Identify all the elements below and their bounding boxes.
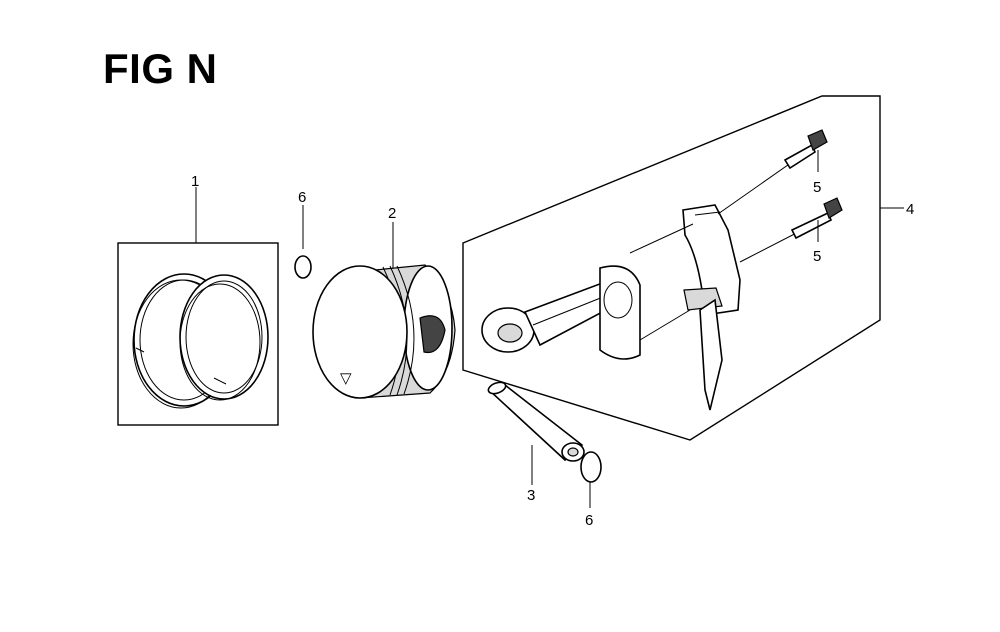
connecting-rod-assembly[interactable] [462, 95, 904, 441]
bolt-guide-upper [717, 159, 796, 215]
connecting-rod [481, 265, 641, 360]
piston-ring-set[interactable] [117, 187, 279, 426]
piston-pin-clip-right[interactable] [580, 451, 602, 508]
ring-right [179, 274, 269, 401]
connecting-rod-bolt-upper[interactable] [783, 129, 828, 172]
callout-6-right: 6 [585, 512, 593, 529]
callout-1: 1 [191, 173, 199, 190]
pin-boss [419, 315, 446, 354]
figure-title: FIG N [103, 45, 218, 92]
callout-3: 3 [527, 487, 535, 504]
rod-assembly-box [462, 95, 881, 441]
piston-pin-clip-left[interactable] [294, 205, 312, 279]
piston-pin[interactable] [487, 380, 585, 485]
connecting-rod-cap [682, 204, 741, 411]
callout-6-left: 6 [298, 189, 306, 206]
callout-2: 2 [388, 205, 396, 222]
connecting-rod-bolt-lower[interactable] [790, 197, 843, 242]
ring-set-box [117, 242, 279, 426]
callout-5-upper: 5 [813, 179, 821, 196]
svg-text:▽: ▽ [340, 370, 352, 387]
callout-5-lower: 5 [813, 248, 821, 265]
piston[interactable]: ▽ [312, 222, 456, 399]
callout-4: 4 [906, 201, 914, 218]
